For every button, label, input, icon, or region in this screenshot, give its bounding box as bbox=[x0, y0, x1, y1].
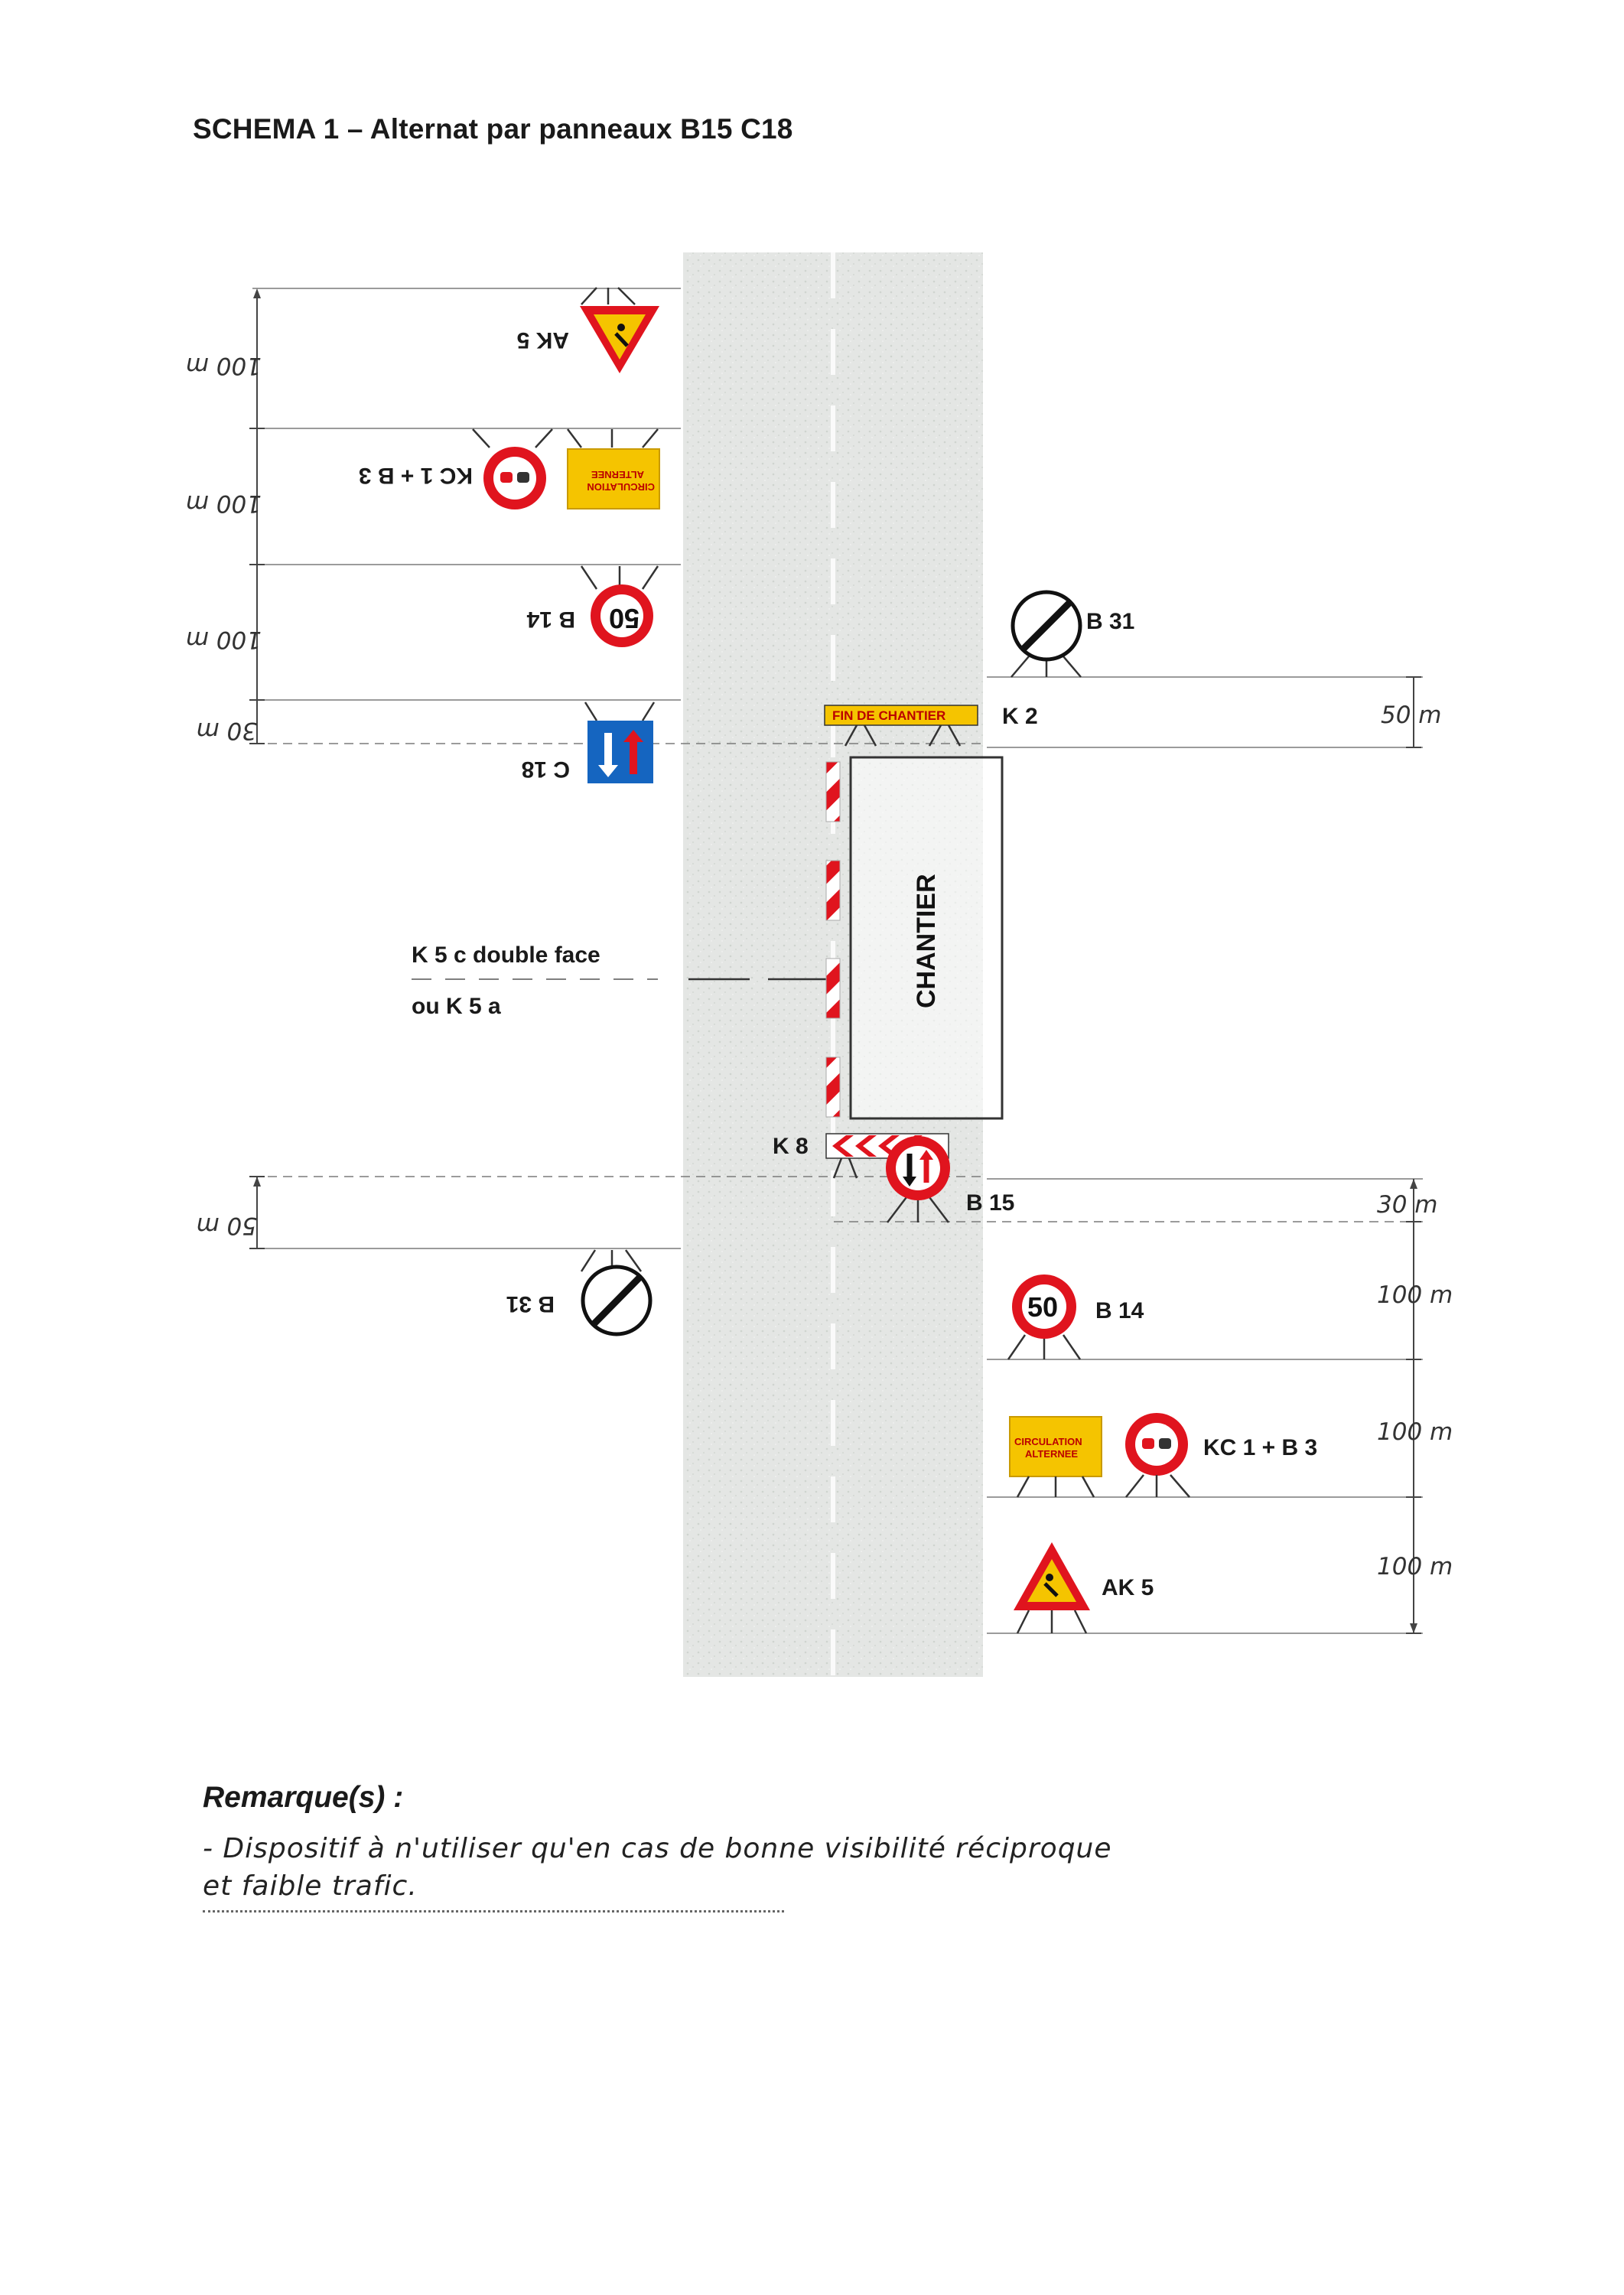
sign-ak5-top bbox=[580, 287, 659, 373]
chantier-zone bbox=[849, 756, 1004, 1120]
left-dimension-line bbox=[249, 292, 265, 1249]
distance-left-4: 30 m bbox=[197, 717, 258, 744]
sign-ak5-bottom bbox=[1014, 1542, 1090, 1634]
label-k2: K 2 bbox=[1002, 704, 1038, 729]
right-reference-lines bbox=[834, 676, 1423, 1634]
label-c18: C 18 bbox=[522, 757, 570, 782]
distance-left-1: 100 m bbox=[186, 352, 262, 379]
right-dimension-arrows bbox=[1410, 1179, 1417, 1633]
label-b14-top: B 14 bbox=[526, 607, 575, 632]
distance-right-2: 30 m bbox=[1377, 1191, 1438, 1219]
chantier-label: CHANTIER bbox=[912, 874, 941, 1008]
label-kc1-b3-top: KC 1 + B 3 bbox=[359, 463, 473, 488]
sign-kc1-b3-bottom: CIRCULATION ALTERNEE bbox=[1009, 1413, 1190, 1498]
circulation-sign-text-top: CIRCULATION bbox=[587, 481, 655, 493]
speed-text-top: 50 bbox=[609, 603, 640, 634]
distance-left-5: 50 m bbox=[197, 1212, 258, 1239]
sign-b31-top-right bbox=[1011, 590, 1082, 678]
circulation-sign-text-bottom: CIRCULATION bbox=[1014, 1436, 1082, 1447]
sign-b31-bottom-left bbox=[580, 1249, 653, 1336]
label-ak5-top: AK 5 bbox=[517, 327, 569, 353]
label-k5-line2: ou K 5 a bbox=[412, 994, 501, 1019]
label-b31-top: B 31 bbox=[1086, 609, 1134, 634]
left-reference-lines bbox=[252, 288, 983, 1249]
distance-right-4: 100 m bbox=[1377, 1418, 1453, 1446]
label-b15: B 15 bbox=[966, 1190, 1014, 1216]
distance-right-5: 100 m bbox=[1377, 1553, 1453, 1580]
label-kc1-b3-bottom: KC 1 + B 3 bbox=[1203, 1435, 1317, 1460]
sign-b14-top: 50 bbox=[580, 565, 659, 647]
alternee-sign-text-bottom: ALTERNEE bbox=[1025, 1448, 1078, 1460]
sign-b14-bottom: 50 bbox=[1007, 1274, 1082, 1360]
sign-c18 bbox=[584, 702, 656, 783]
left-dimension-arrows bbox=[253, 288, 261, 1187]
k5-barrier-posts bbox=[825, 761, 841, 1118]
remarks-title: Remarque(s) : bbox=[203, 1781, 404, 1814]
sign-k2: FIN DE CHANTIER bbox=[824, 705, 978, 747]
fin-de-chantier-text: FIN DE CHANTIER bbox=[832, 708, 945, 723]
distance-right-1: 50 m bbox=[1381, 702, 1442, 729]
distance-right-3: 100 m bbox=[1377, 1281, 1453, 1309]
speed-text-bottom: 50 bbox=[1027, 1291, 1058, 1323]
distance-left-3: 100 m bbox=[186, 626, 262, 653]
distance-left-2: 100 m bbox=[186, 490, 262, 517]
sign-b15 bbox=[886, 1136, 950, 1223]
label-k5-line1: K 5 c double face bbox=[412, 942, 600, 968]
alternee-sign-text-top: ALTERNEE bbox=[591, 469, 644, 480]
signage-diagram: 100 m 100 m 100 m 30 m 50 m 50 m 30 m 10… bbox=[186, 252, 1453, 1677]
label-ak5-bottom: AK 5 bbox=[1102, 1575, 1154, 1600]
page-title: SCHEMA 1 – Alternat par panneaux B15 C18 bbox=[193, 113, 793, 145]
label-b14-bottom: B 14 bbox=[1095, 1298, 1144, 1323]
cut-off-text-line bbox=[203, 1910, 784, 1917]
label-k8: K 8 bbox=[773, 1134, 809, 1159]
label-b31-bottom: B 31 bbox=[506, 1291, 555, 1317]
remarks-text: - Dispositif à n'utiliser qu'en cas de b… bbox=[203, 1833, 1112, 1902]
right-dimension-line bbox=[1406, 676, 1421, 1634]
sign-kc1-b3-top: CIRCULATION ALTERNEE bbox=[472, 428, 660, 509]
